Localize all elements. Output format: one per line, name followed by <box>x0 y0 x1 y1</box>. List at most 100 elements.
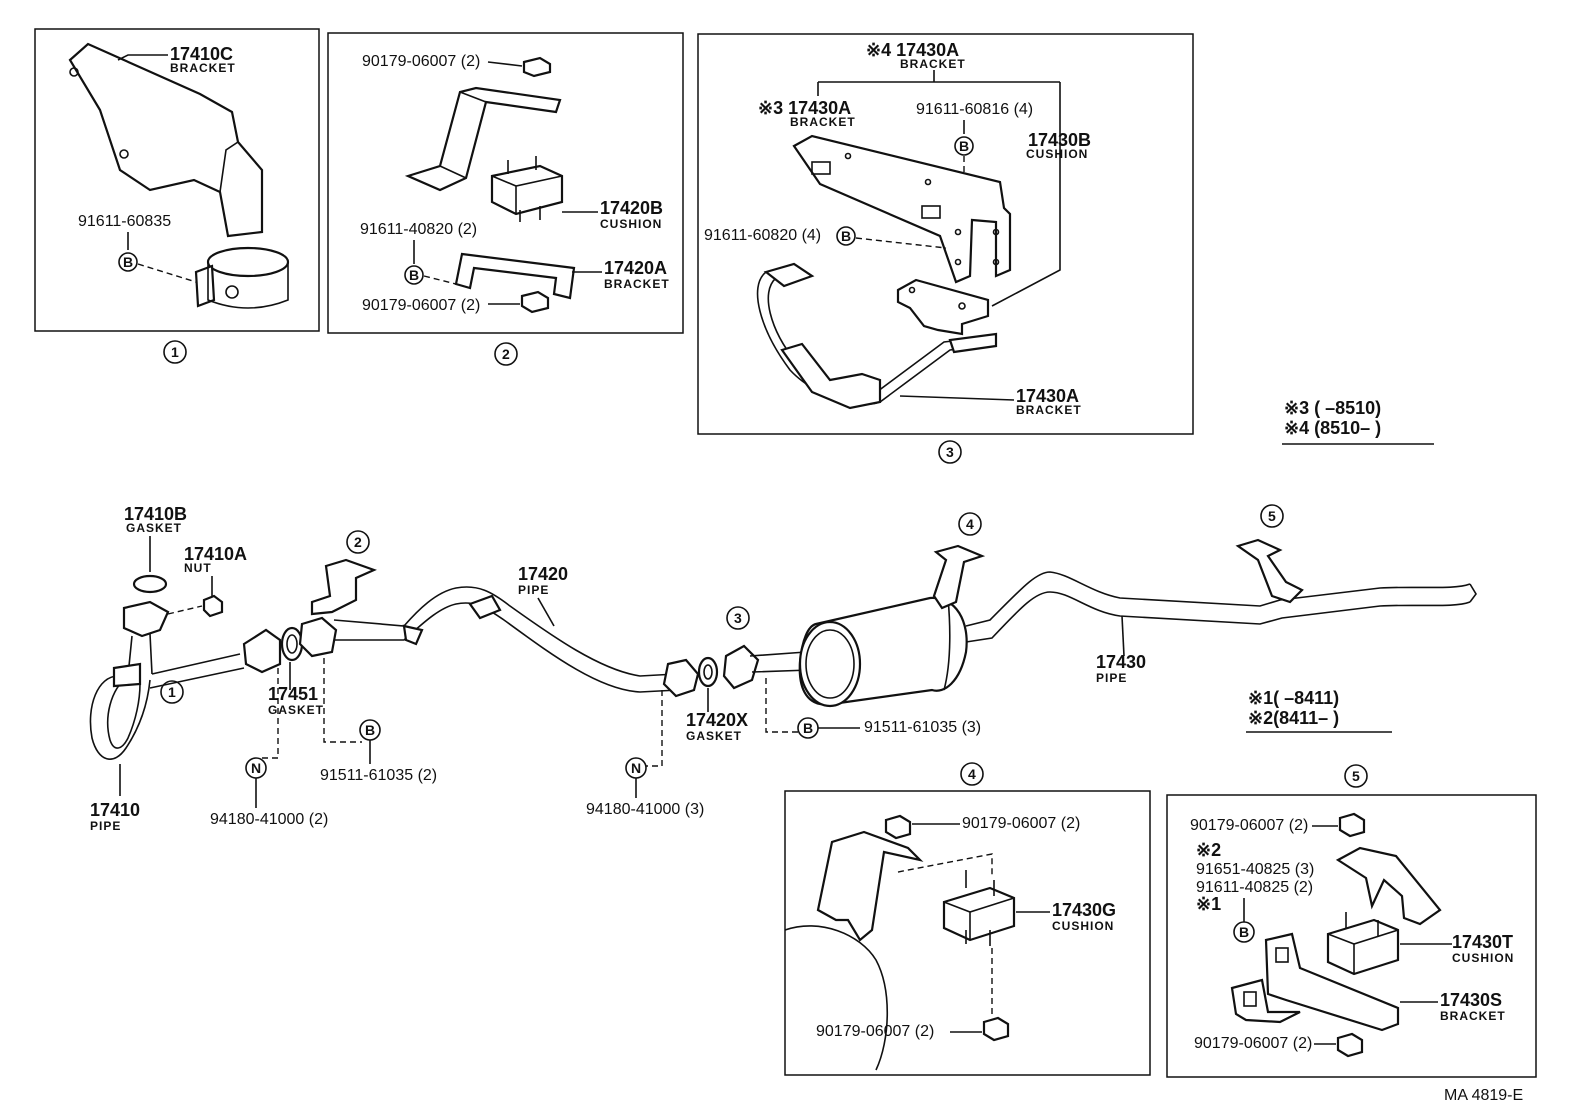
bracket-sublabel-2: BRACKET <box>604 277 670 291</box>
part-17420-label: 17420 <box>518 564 568 584</box>
frame-bracket-b5-drawing <box>1335 846 1442 926</box>
b5-90179-bot-label: 90179-06007 (2) <box>1194 1035 1312 1052</box>
b4-90179-bot-label: 90179-06007 (2) <box>816 1023 934 1040</box>
hanger-17430a-lower-drawing <box>756 262 998 410</box>
part-91611-60816-label: 91611-60816 (4) <box>916 101 1033 118</box>
callout-5 <box>1344 764 1368 788</box>
bolt-marker-b-main2-text: B <box>803 720 813 736</box>
bolt-marker-b-b5 <box>1233 921 1255 943</box>
callout-4-main <box>958 512 982 536</box>
part-17410a-label: 17410A <box>184 544 247 564</box>
gasket-sublabel-1: GASKET <box>126 521 182 535</box>
nut-marker-n-text: N <box>251 760 261 776</box>
part-91511-2-label: 91511-61035 (2) <box>320 767 437 784</box>
callout-1 <box>163 340 187 364</box>
callout-3 <box>938 440 962 464</box>
b5-91611-label: 91611-40825 (2) <box>1196 879 1313 896</box>
callout-2-main <box>346 530 370 554</box>
cushion-sublabel-2: CUSHION <box>600 217 662 231</box>
part-17451-label: 17451 <box>268 684 318 704</box>
part-91611-60835-label: 91611-60835 <box>78 213 171 230</box>
part-90179-bot-label: 90179-06007 (2) <box>362 297 480 314</box>
bracket-sublabel-3c: BRACKET <box>1016 403 1082 417</box>
nut-bottom-drawing <box>520 290 550 314</box>
callout-5-main <box>1260 504 1284 528</box>
nut-b4-bottom <box>982 1016 1010 1042</box>
figure-code: MA 4819-E <box>1444 1087 1523 1104</box>
part-91511-3-label: 91511-61035 (3) <box>864 719 981 736</box>
part-17430-label: 17430 <box>1096 652 1146 672</box>
part-17410c-label: 17410C <box>170 44 233 64</box>
part-91611-60820-label: 91611-60820 (4) <box>704 227 821 244</box>
part-90179-top-label: 90179-06007 (2) <box>362 53 480 70</box>
callout-5-text: 5 <box>1352 768 1360 784</box>
note-star3: ※3 ( –8510) <box>1284 398 1381 418</box>
frame-bracket-drawing <box>404 86 562 192</box>
bolt-marker-b-3 <box>954 136 974 156</box>
part-91611-40820-label: 91611-40820 (2) <box>360 221 477 238</box>
flange-gasket-17451-drawing <box>242 616 338 674</box>
bolt-marker-b-main1-text: B <box>365 722 375 738</box>
callout-2-text: 2 <box>502 346 510 362</box>
bracket-17430a-upper-drawing <box>792 134 1012 284</box>
cushion-sublabel-3: CUSHION <box>1026 147 1088 161</box>
bolt-marker-b-4-text: B <box>841 228 851 244</box>
part-94180-3-label: 94180-41000 (3) <box>586 801 704 818</box>
cushion-17430t-drawing <box>1326 912 1400 976</box>
part-17430a-lower-label: 17430A <box>1016 386 1079 406</box>
part-17420a-label: 17420A <box>604 258 667 278</box>
callout-1-main-text: 1 <box>168 684 176 700</box>
bolt-marker-b-b5-text: B <box>1239 924 1249 940</box>
cushion-17420b-drawing <box>490 156 564 222</box>
bolt-marker-b <box>118 252 138 272</box>
pipe-17420-drawing <box>333 586 700 698</box>
b5-17430s-label: 17430S <box>1440 990 1502 1010</box>
bolt-marker-b-3-text: B <box>959 138 969 154</box>
callout-3-main-text: 3 <box>734 610 742 626</box>
part-17430b-label: 17430B <box>1028 130 1091 150</box>
nut-top-drawing <box>522 56 552 78</box>
cushion-sublabel-4: CUSHION <box>1052 919 1114 933</box>
callout-1-main <box>160 680 184 704</box>
gasket-sublabel-3: GASKET <box>686 729 742 743</box>
part-17410-label: 17410 <box>90 800 140 820</box>
bolt-marker-b-2-text: B <box>409 267 419 283</box>
part-17410b-label: 17410B <box>124 504 187 524</box>
note-star4: ※4 (8510– ) <box>1284 418 1381 438</box>
part-17430a-star4-label: ※4 17430A <box>866 40 959 60</box>
b5-91651-label: 91651-40825 (3) <box>1196 861 1314 878</box>
callout-5-main-text: 5 <box>1268 508 1276 524</box>
hanger-5-main-drawing <box>1235 538 1304 604</box>
detail-box-5 <box>1166 794 1537 1078</box>
bracket-sublabel: BRACKET <box>170 61 236 75</box>
nut-b5-bottom <box>1336 1032 1364 1058</box>
part-17420b-label: 17420B <box>600 198 663 218</box>
bracket-sublabel-5: BRACKET <box>1440 1009 1506 1023</box>
pipe-sublabel-1: PIPE <box>90 819 121 833</box>
gasket-17410b-drawing <box>132 574 168 594</box>
part-17420x-label: 17420X <box>686 710 748 730</box>
hanger-4-main-drawing <box>932 544 986 610</box>
b5-star1: ※1 <box>1196 894 1221 914</box>
detail-box-3 <box>697 33 1194 435</box>
callout-3-text: 3 <box>946 444 954 460</box>
nut-sublabel: NUT <box>184 561 212 575</box>
callout-2 <box>494 342 518 366</box>
bracket-17420a-drawing <box>454 252 576 300</box>
part-17430a-star3-label: ※3 17430A <box>758 98 851 118</box>
bracket-sublabel-3a: BRACKET <box>900 57 966 71</box>
cushion-17430g-drawing <box>942 870 1016 946</box>
cushion-17430b-drawing <box>896 278 990 336</box>
pipe-sublabel-2: PIPE <box>518 583 549 597</box>
bolt-marker-b-2 <box>404 265 424 285</box>
bracket-17430s-drawing <box>1230 932 1400 1032</box>
cushion-sublabel-5: CUSHION <box>1452 951 1514 965</box>
bolt-marker-b-text: B <box>123 254 133 270</box>
nut-marker-n-2-text: N <box>631 760 641 776</box>
callout-2-main-text: 2 <box>354 534 362 550</box>
note-star1: ※1( –8411) <box>1248 688 1339 708</box>
gasket-17420x-drawing <box>697 656 719 688</box>
pipe-sublabel-3: PIPE <box>1096 671 1127 685</box>
pipe-17410-drawing <box>89 600 245 760</box>
